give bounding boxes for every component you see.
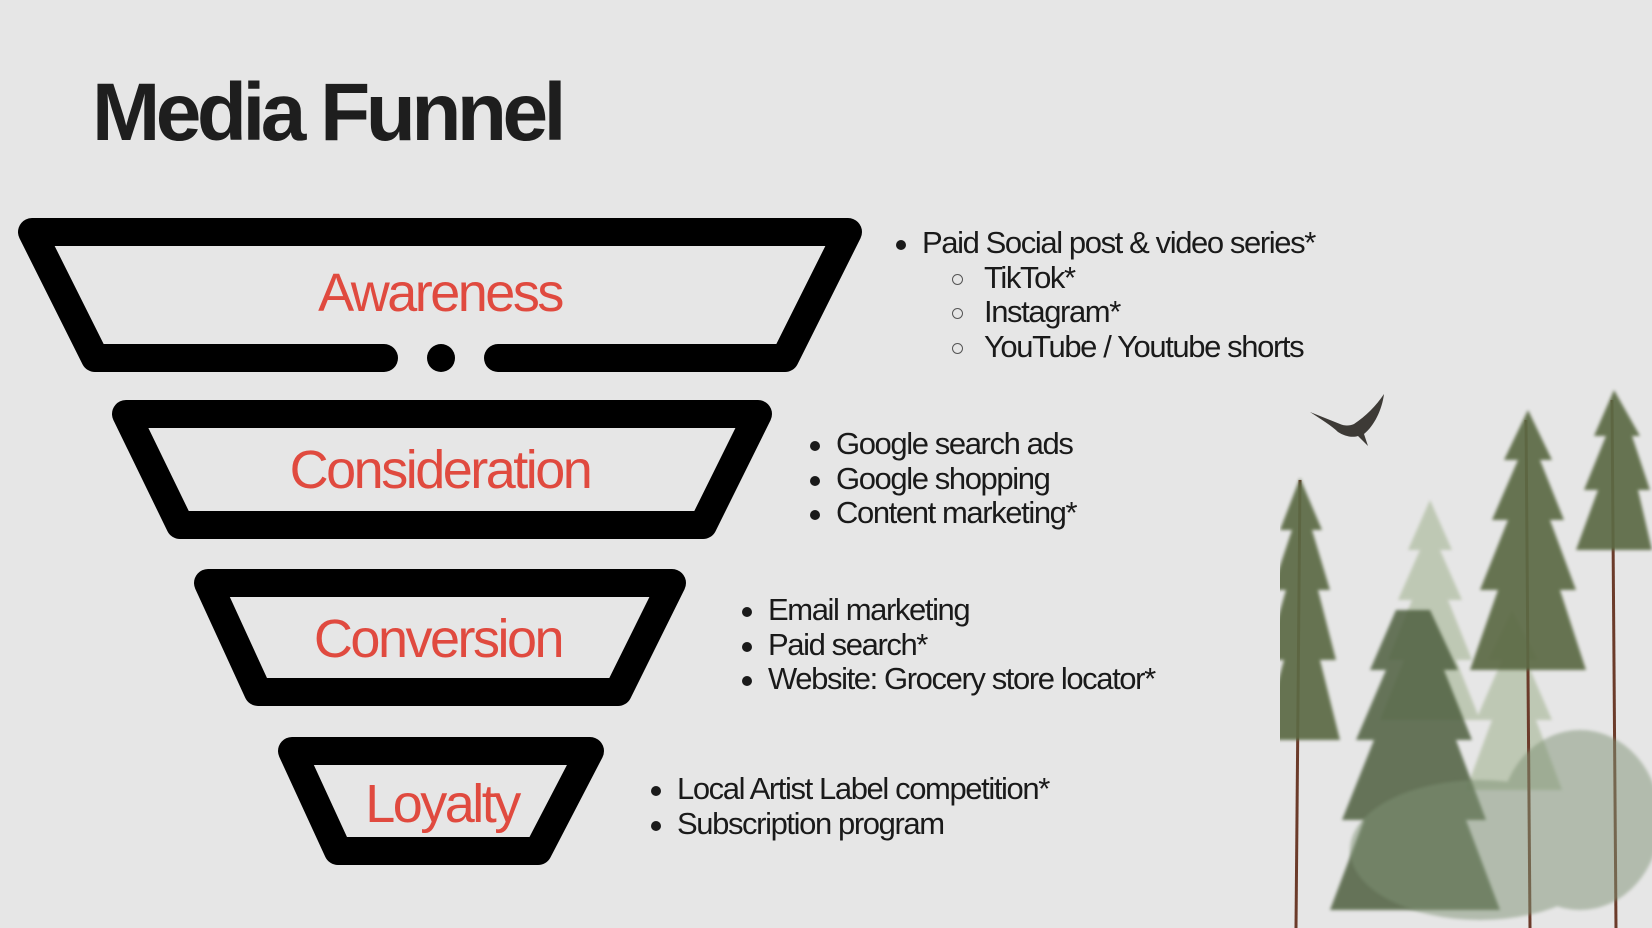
watercolor-forest-illustration (1280, 390, 1652, 928)
list-item: Google shopping (806, 461, 1076, 497)
funnel-stage-awareness-outline (18, 218, 862, 372)
stage-label-consideration: Consideration (290, 440, 591, 500)
tree-icon (1470, 410, 1586, 670)
funnel-dot (427, 344, 455, 372)
funnel-stage-consideration-outline (112, 400, 772, 539)
bird-icon (1310, 394, 1384, 446)
list-item: Paid search* (738, 627, 1155, 663)
list-item: Email marketing (738, 592, 1155, 628)
conversion-tactics-list: Email marketing Paid search* Website: Gr… (738, 592, 1156, 697)
list-sub-item: Instagram* (892, 294, 1315, 330)
funnel-stage-conversion-outline (194, 569, 686, 706)
list-item: Google search ads (806, 426, 1076, 462)
funnel-diagram: Awareness Consideration Conversion Loyal… (18, 218, 862, 865)
list-item: Paid Social post & video series* (892, 225, 1316, 261)
tree-icon (1280, 478, 1340, 740)
list-item: Content marketing* (806, 495, 1078, 531)
tree-icon (1576, 390, 1652, 550)
list-sub-item: YouTube / Youtube shorts (892, 329, 1315, 365)
funnel-stage-loyalty-outline (278, 737, 604, 865)
list-item: Subscription program (647, 806, 1049, 842)
stage-label-awareness: Awareness (318, 263, 563, 323)
list-sub-item: TikTok* (892, 260, 1315, 296)
list-item: Website: Grocery store locator* (738, 661, 1156, 697)
consideration-tactics-list: Google search ads Google shopping Conten… (806, 426, 1078, 531)
stage-label-loyalty: Loyalty (365, 774, 521, 834)
page-title: Media Funnel (92, 67, 566, 158)
awareness-tactics-list: Paid Social post & video series* TikTok*… (892, 225, 1316, 365)
list-item: Local Artist Label competition* (647, 771, 1050, 807)
loyalty-tactics-list: Local Artist Label competition* Subscrip… (647, 771, 1050, 842)
stage-label-conversion: Conversion (314, 609, 562, 669)
